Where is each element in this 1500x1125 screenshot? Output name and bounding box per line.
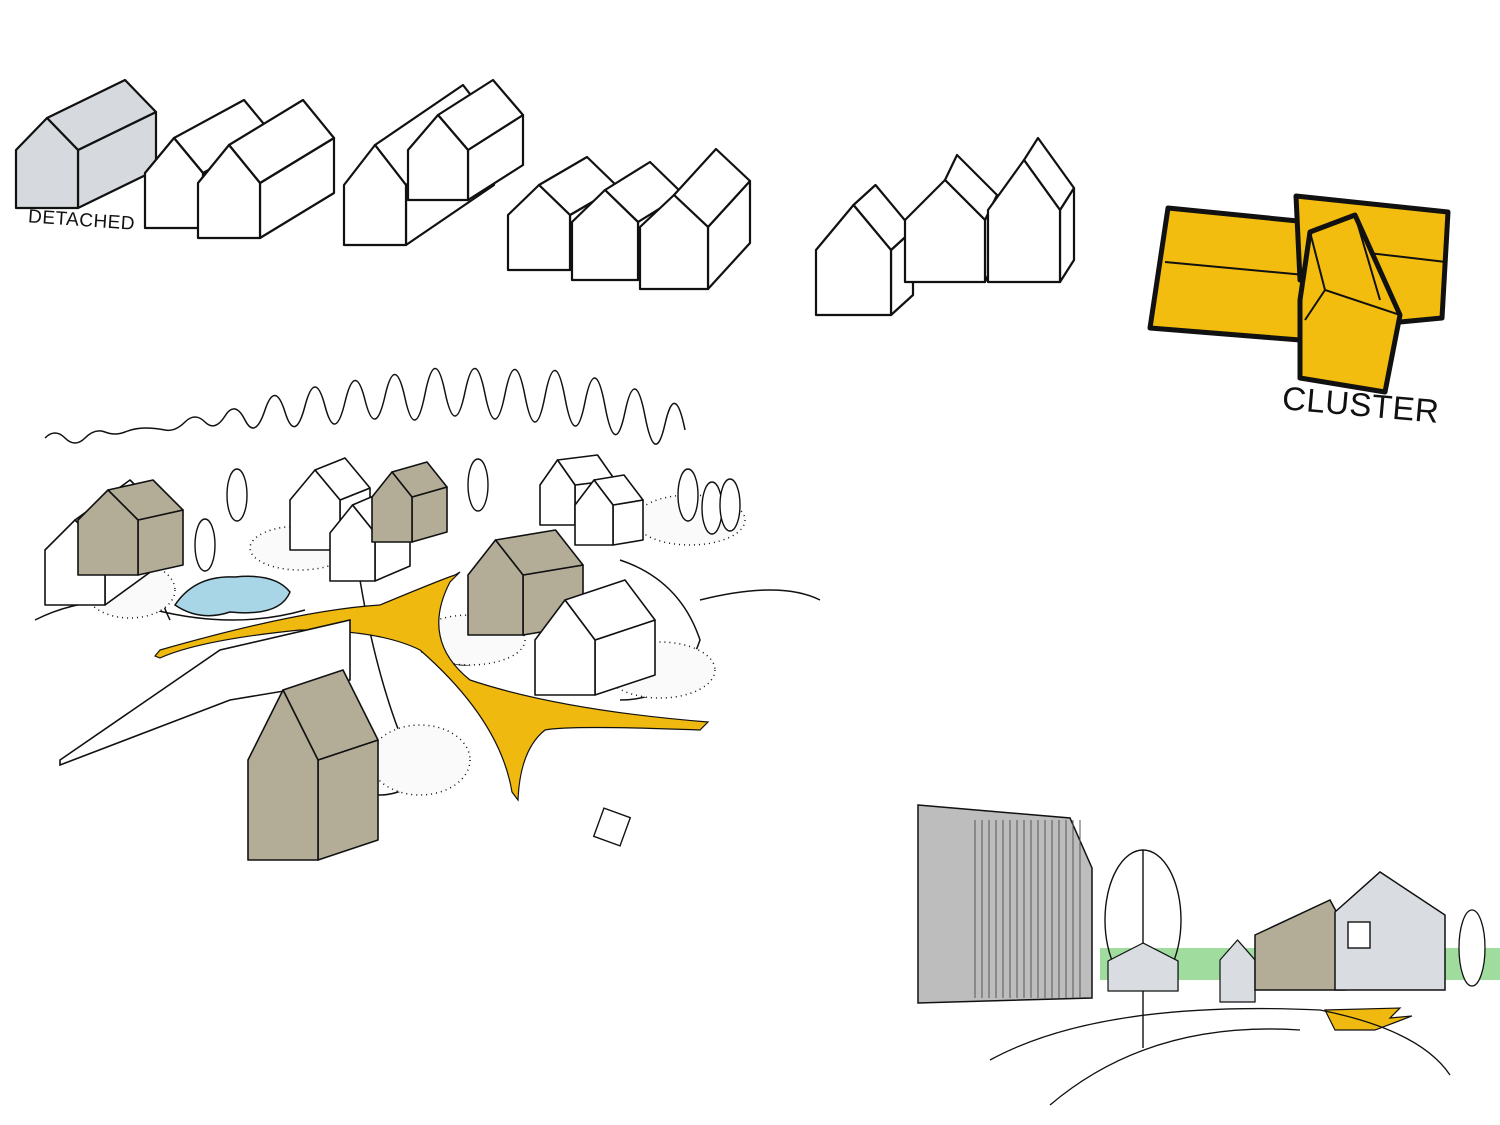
cluster-house-yellow	[1147, 193, 1451, 395]
side-wall	[612, 499, 644, 546]
window	[1347, 921, 1371, 949]
front-roof-line	[1304, 289, 1326, 321]
typology-row	[14, 78, 1076, 317]
timber-house	[1254, 899, 1346, 991]
terrace-house-c	[638, 147, 752, 291]
tree-icon	[719, 478, 741, 532]
side-wall	[317, 739, 379, 861]
gable-front	[247, 689, 319, 861]
gable-front	[14, 116, 80, 210]
gable-front	[534, 599, 596, 696]
tree-icon	[701, 481, 723, 535]
gable-front	[196, 143, 262, 240]
path-arrows	[154, 571, 710, 802]
distant-house	[1107, 942, 1179, 992]
gable-front	[506, 183, 572, 272]
play-structure	[592, 807, 632, 847]
staggered-house-c	[986, 136, 1076, 284]
staggered-house-b	[903, 153, 999, 284]
tree-icon	[467, 458, 489, 512]
gable-front	[1219, 939, 1256, 1003]
path-arrow	[1324, 1007, 1413, 1031]
gable-front	[574, 479, 614, 546]
site-house-5	[371, 461, 448, 543]
garden-patch	[369, 724, 471, 796]
site-house-10	[247, 669, 379, 861]
site-house-7	[574, 474, 644, 546]
tree-icon	[226, 468, 248, 522]
gable-front	[1107, 942, 1179, 992]
gable-front	[638, 193, 710, 291]
site-house-2	[77, 479, 184, 576]
gable-front	[406, 113, 470, 202]
gable-front	[77, 489, 139, 576]
tree-icon	[677, 468, 699, 522]
light-gray-house	[1334, 871, 1446, 991]
tree-icon	[194, 518, 216, 572]
side-wall	[137, 509, 184, 576]
front-ridge	[1354, 214, 1381, 301]
tree-icon	[1458, 909, 1486, 987]
detached-house	[14, 78, 158, 210]
pond	[173, 575, 291, 617]
roof-ridge	[1164, 261, 1306, 276]
gable-front	[570, 188, 640, 282]
treeline	[44, 367, 686, 445]
gable-front	[143, 136, 205, 230]
gable-front	[467, 539, 524, 636]
site-house-9	[534, 579, 656, 696]
ground-lines	[989, 1007, 1451, 1106]
gable-front	[329, 504, 376, 582]
site-building-left	[59, 618, 351, 767]
gable-front	[986, 158, 1062, 284]
gable-front	[814, 203, 893, 317]
gable-front	[371, 471, 413, 543]
gray-building	[917, 804, 1093, 1004]
gable-front	[903, 178, 987, 284]
site-plan-sketch	[34, 367, 821, 861]
gable-front	[539, 459, 576, 526]
gable-front	[342, 143, 408, 247]
semi-detached-house-b	[196, 98, 336, 240]
street-perspective-sketch	[917, 804, 1500, 1106]
staggered-house-a	[814, 183, 915, 317]
linked-house-b	[406, 78, 525, 202]
